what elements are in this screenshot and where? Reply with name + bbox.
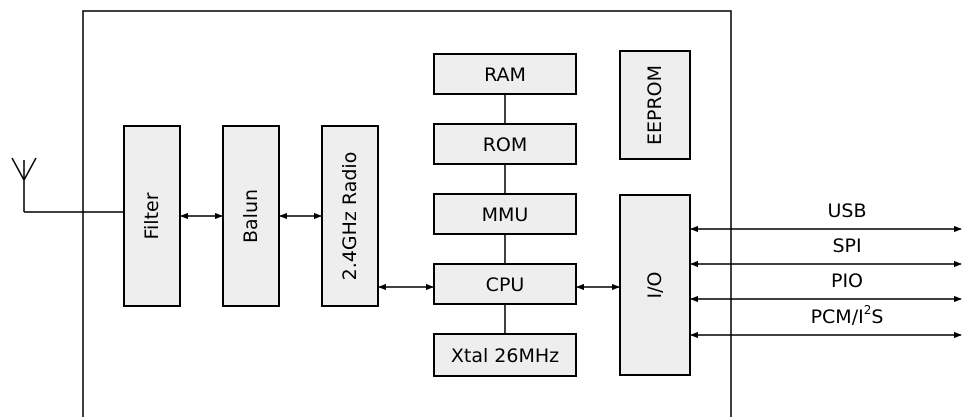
pcm-i2s-label: PCM/I2S — [811, 303, 884, 328]
usb-label: USB — [827, 200, 866, 222]
filter-label: Filter — [141, 192, 163, 239]
rom-label: ROM — [483, 134, 528, 156]
xtal-label: Xtal 26MHz — [451, 345, 559, 367]
filter-block: Filter — [123, 125, 181, 307]
pcm-suffix: S — [871, 306, 883, 328]
spi-label: SPI — [832, 235, 861, 257]
ram-block: RAM — [433, 53, 577, 95]
pcm-prefix: PCM/I — [811, 306, 864, 328]
radio-block: 2.4GHz Radio — [321, 125, 379, 307]
rom-block: ROM — [433, 123, 577, 165]
io-label: I/O — [644, 272, 666, 299]
xtal-block: Xtal 26MHz — [433, 333, 577, 377]
pio-label: PIO — [831, 270, 863, 292]
eeprom-label: EEPROM — [644, 65, 666, 145]
cpu-block: CPU — [433, 263, 577, 305]
mmu-block: MMU — [433, 193, 577, 235]
radio-label: 2.4GHz Radio — [339, 152, 361, 281]
chip-boundary — [82, 10, 732, 417]
balun-label: Balun — [240, 189, 262, 243]
balun-block: Balun — [222, 125, 280, 307]
ram-label: RAM — [484, 64, 526, 86]
cpu-label: CPU — [486, 274, 525, 296]
antenna-icon — [11, 157, 124, 213]
io-block: I/O — [619, 194, 691, 376]
eeprom-block: EEPROM — [619, 50, 691, 160]
pcm-superscript: 2 — [864, 303, 872, 317]
mmu-label: MMU — [482, 204, 529, 226]
